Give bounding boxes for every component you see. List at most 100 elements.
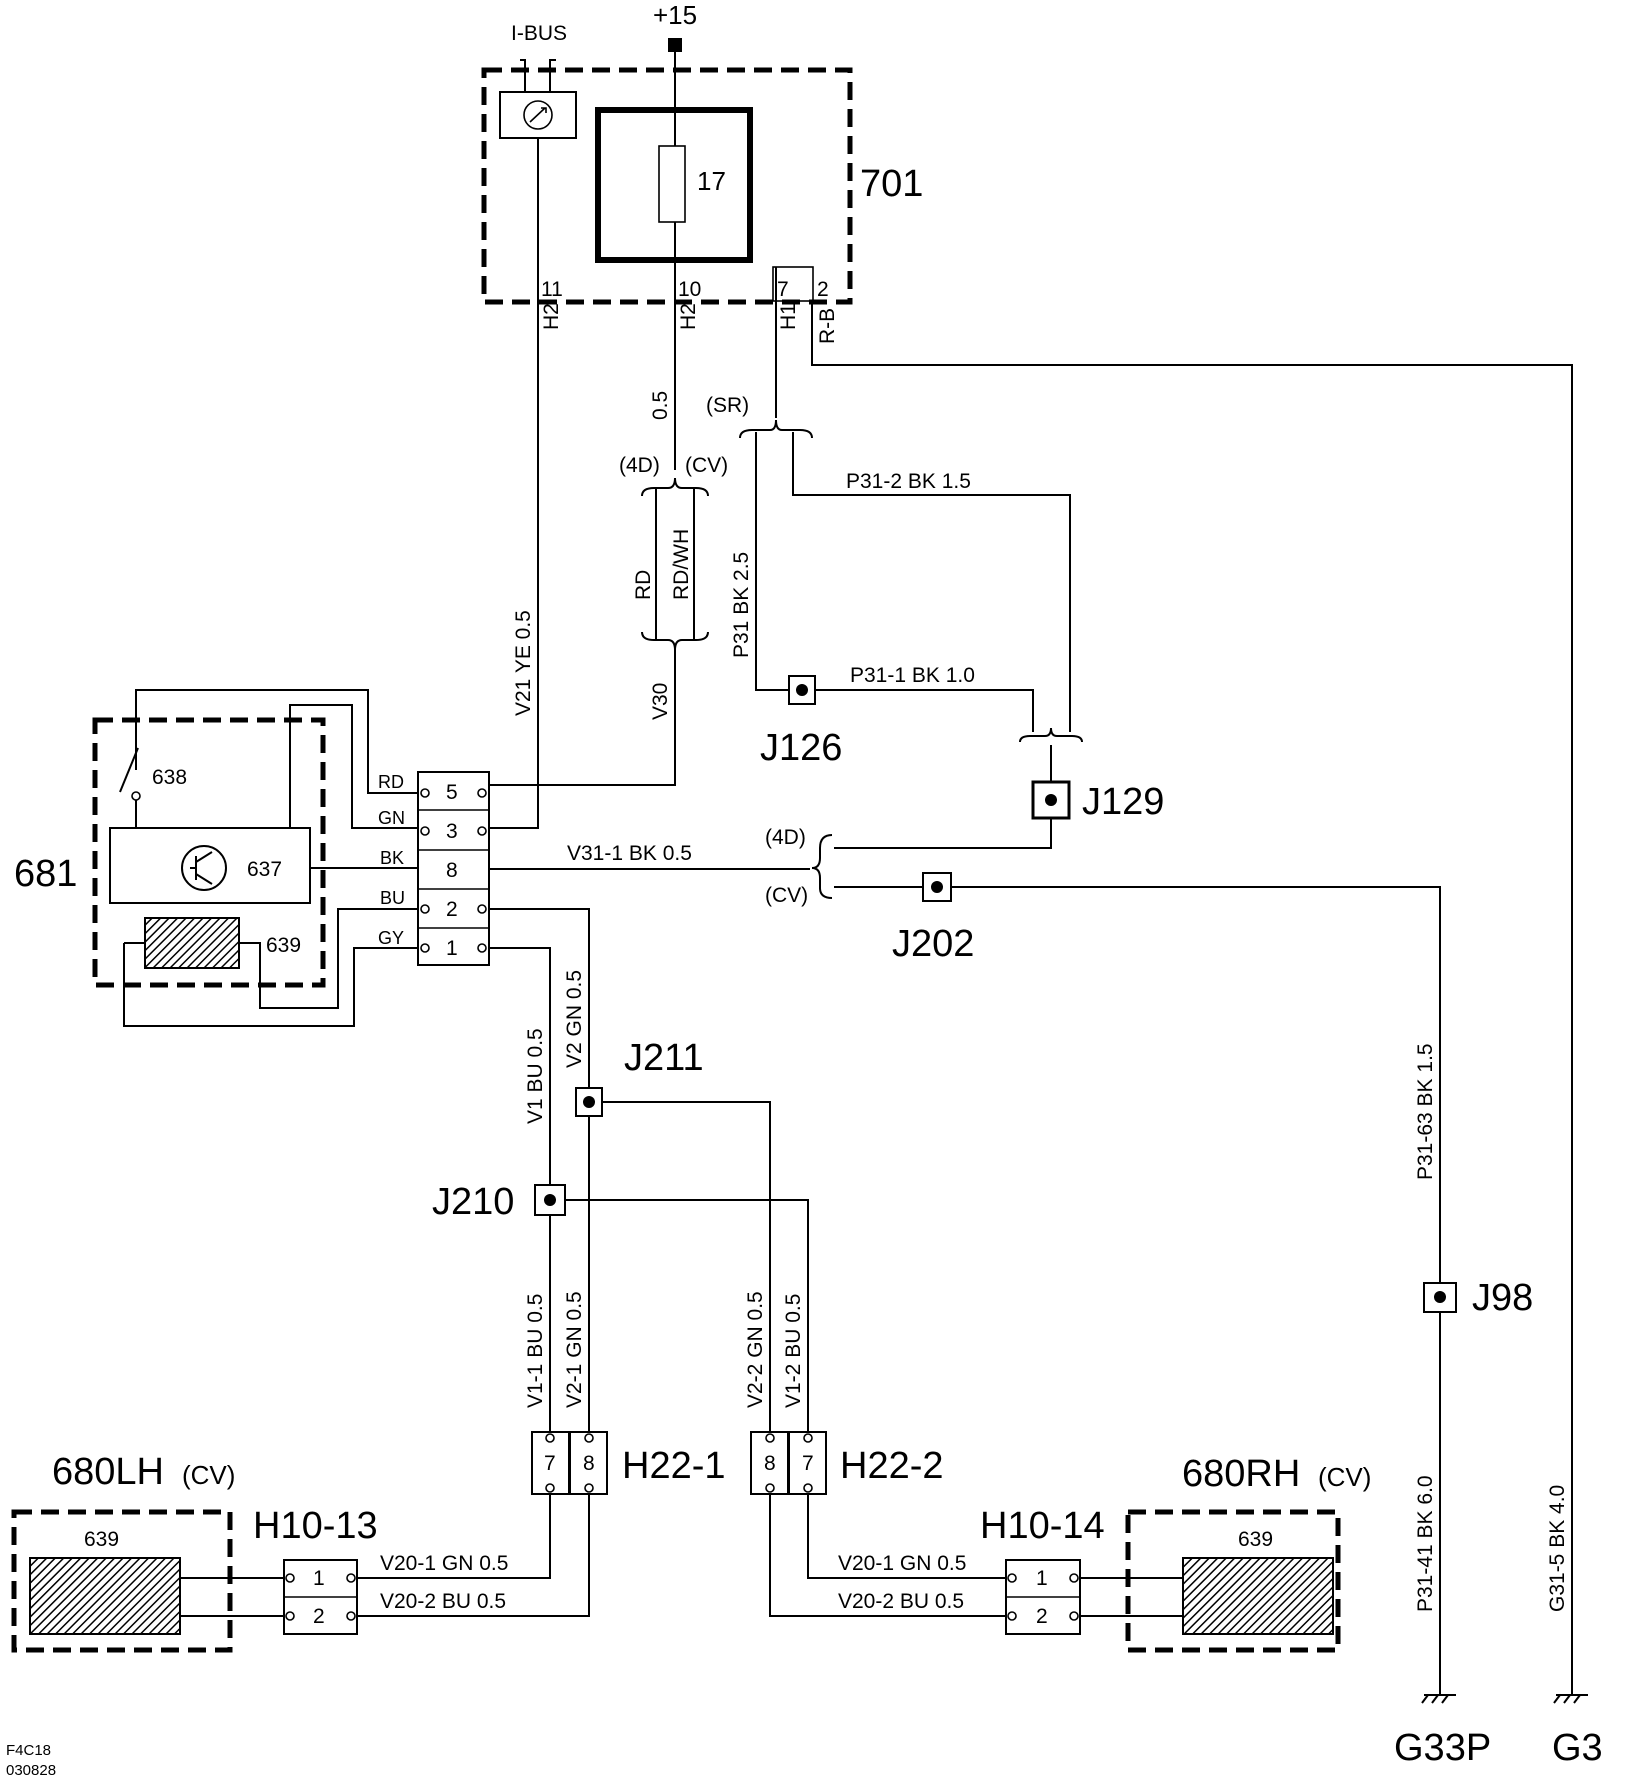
footer-code: F4C18 (6, 1742, 51, 1759)
module-681: 681 638 637 639 RD GN BK BU GY (14, 689, 490, 1027)
wire-label-v1-1: V1-1 BU 0.5 (524, 1294, 547, 1408)
color-bk: BK (380, 848, 404, 868)
heater-680lh-element-label: 639 (84, 1528, 119, 1551)
h10-13-label: H10-13 (253, 1505, 378, 1547)
heater-680lh-label: 680LH (52, 1451, 164, 1493)
wire-v1-2 (565, 1199, 809, 1432)
bu-route (239, 908, 418, 1009)
h10-13-pin-2: 2 (313, 1605, 325, 1628)
heater-680lh-variant: (CV) (182, 1460, 235, 1490)
wire-v30 (481, 650, 676, 786)
supply-terminal (668, 38, 682, 52)
transistor-block (109, 827, 311, 904)
wire-v2-gn (481, 908, 590, 1088)
wire-v20-2-right (769, 1494, 1006, 1617)
variant-bracket (811, 834, 833, 899)
wire-v20-2-left (357, 1494, 590, 1617)
wire-p31-1 (815, 689, 1034, 732)
junction-j98: J98 (1423, 1277, 1533, 1319)
connector-pin-1-right (477, 943, 487, 953)
supply-label: +15 (653, 0, 697, 30)
wire-g31-5 (811, 301, 1573, 1695)
connector-pin-3-right (477, 826, 487, 836)
unit-701-outline (481, 67, 853, 305)
wire-v2-2 (602, 1101, 771, 1432)
connector-pin-2-left (420, 904, 430, 914)
ibus-arrow-icon (529, 107, 547, 123)
wire-label-v20-1-left: V20-1 GN 0.5 (380, 1552, 508, 1575)
gy-route (123, 942, 418, 1027)
wire-label-rdwh: RD/WH (670, 529, 693, 600)
wires (180, 52, 1573, 1695)
ground-g33p: G33P (1394, 1694, 1491, 1769)
wire-label-v20-1-right: V20-1 GN 0.5 (838, 1552, 966, 1575)
split-bottom (641, 631, 709, 651)
color-gn: GN (378, 808, 405, 828)
connector-pin-3-left (420, 826, 430, 836)
color-bu: BU (380, 888, 405, 908)
junction-j129: J129 (1031, 780, 1164, 823)
wire-code-h2-11: H2 (540, 303, 563, 330)
split-sr-bracket (739, 419, 813, 439)
junction-j210-label: J210 (432, 1181, 514, 1223)
wire-label-v2-gn: V2 GN 0.5 (563, 970, 586, 1068)
junction-j98-label: J98 (1472, 1277, 1533, 1319)
connector-pin-8: 8 (446, 859, 458, 882)
junctions: J126 J129 J202 J211 J210 J98 (432, 675, 1533, 1319)
connector-pin-3: 3 (446, 820, 458, 843)
connector-h10-14: 1 2 H10-14 (980, 1505, 1105, 1635)
pin-2: 2 (817, 278, 829, 301)
ibus-label: I-BUS (511, 22, 567, 45)
junction-j211: J211 (575, 1037, 704, 1117)
transistor-637-label: 637 (247, 858, 282, 881)
pin-10: 10 (678, 278, 701, 301)
unit-701: 17 701 11 10 7 2 I-BUS (481, 22, 923, 305)
split-sr: (SR) (706, 394, 813, 439)
variant-cv-mid: (CV) (765, 884, 808, 907)
wire-label-v20-2-right: V20-2 BU 0.5 (838, 1590, 964, 1613)
h22-2-label: H22-2 (840, 1445, 944, 1487)
wire-label-p31-41: P31-41 BK 6.0 (1414, 1475, 1437, 1612)
split-4d-cv: (4D) (CV) (619, 454, 728, 651)
wire-code-h2-10: H2 (677, 303, 700, 330)
connector-h22-1: 7 8 H22-1 (531, 1431, 726, 1495)
junction-j210: J210 (432, 1181, 566, 1223)
connector-h10-13: 1 2 H10-13 (253, 1505, 378, 1635)
connector-pin-5-right (477, 788, 487, 798)
heater-680rh-variant: (CV) (1318, 1462, 1371, 1492)
h22-1-label: H22-1 (622, 1445, 726, 1487)
switch-638-label: 638 (152, 766, 187, 789)
gn-route (289, 704, 418, 829)
module-681-connector (417, 771, 490, 966)
wire-size-05: 0.5 (649, 391, 672, 420)
module-681-label: 681 (14, 853, 77, 895)
switch-feed (135, 689, 418, 794)
transistor-symbol (190, 851, 213, 885)
module-681-outline (92, 717, 326, 988)
wire-label-v20-2-left: V20-2 BU 0.5 (380, 1590, 506, 1613)
heater-680rh-element-label: 639 (1238, 1528, 1273, 1551)
ibus-transistor-icon (523, 100, 553, 130)
wire-label-p31-2: P31-2 BK 1.5 (846, 470, 971, 493)
h22-2-pin-8: 8 (764, 1452, 776, 1475)
color-rd: RD (378, 772, 404, 792)
unit-701-label: 701 (860, 163, 923, 205)
heater-680rh-element (1182, 1557, 1334, 1635)
wire-label-v21-ye: V21 YE 0.5 (512, 610, 535, 716)
heater-680rh-label: 680RH (1182, 1453, 1300, 1495)
split-top (641, 477, 709, 497)
ground-g33p-label: G33P (1394, 1727, 1491, 1769)
junction-j202: J202 (892, 872, 974, 965)
wire-v20-1-right (807, 1494, 1006, 1579)
switch-638-blade (119, 747, 139, 793)
wire-label-v2-2: V2-2 GN 0.5 (744, 1291, 767, 1408)
footer-date: 030828 (6, 1762, 56, 1779)
wire-label-v30: V30 (649, 683, 672, 720)
wire-j129-4d (834, 818, 1052, 849)
heater-680rh: 639 680RH (CV) (1125, 1453, 1371, 1653)
pin-11: 11 (541, 278, 563, 301)
wire-v21-ye (481, 138, 539, 829)
variant-4d-mid: (4D) (765, 826, 806, 849)
wire-label-v1-bu: V1 BU 0.5 (524, 1028, 547, 1124)
